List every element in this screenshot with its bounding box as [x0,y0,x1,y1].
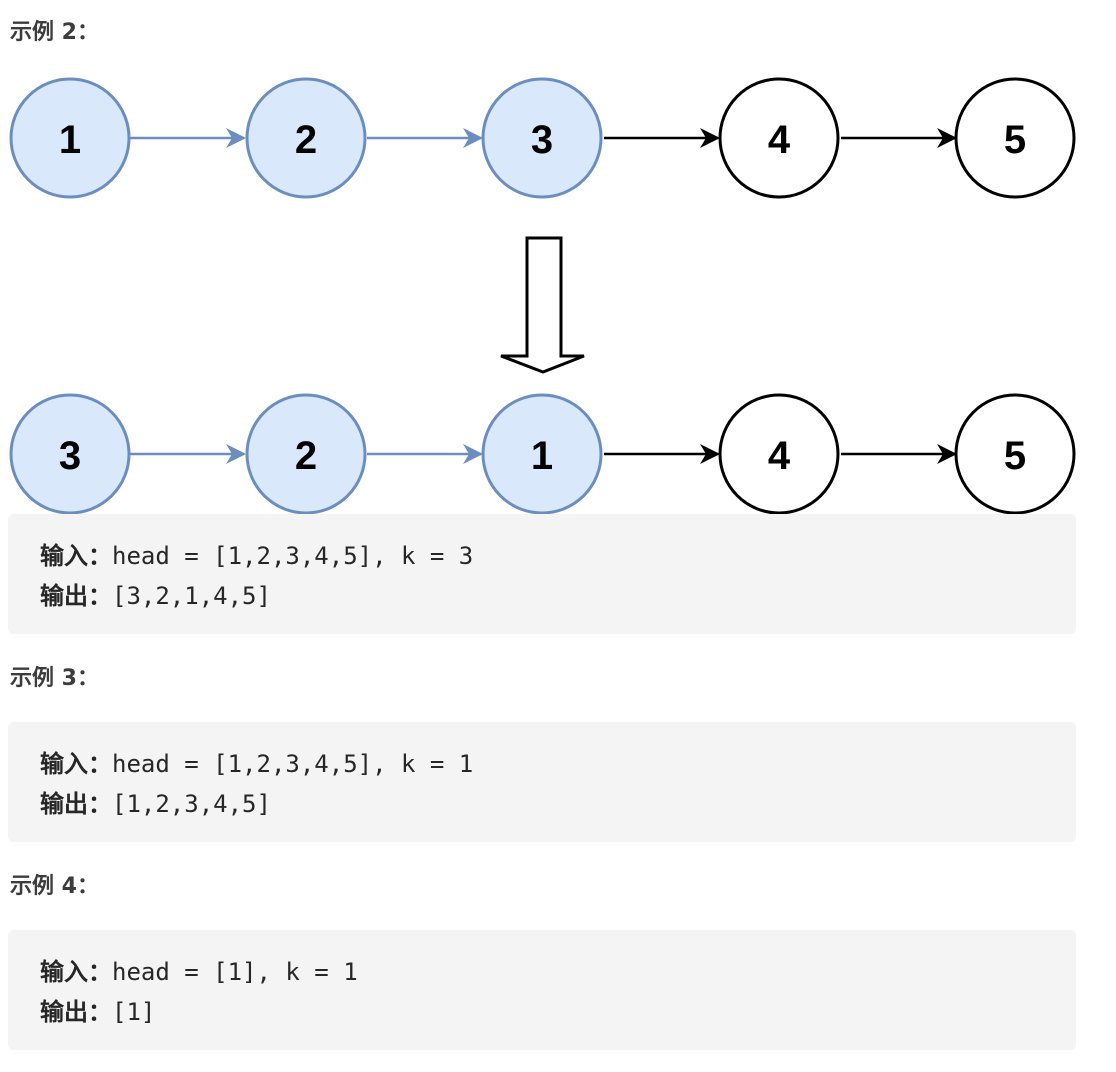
svg-text:2: 2 [295,434,317,478]
before-node-3: 3 [481,77,603,199]
before-node-5: 5 [954,77,1076,199]
example-4-code-block: 输入：head = [1], k = 1 输出：[1] [8,930,1076,1050]
linked-list-diagram: 1 2 3 4 5 3 2 1 4 5 [9,77,1076,515]
svg-text:2: 2 [295,118,317,162]
svg-text:4: 4 [768,434,791,478]
after-node-2: 2 [245,393,367,515]
example-3-code-block: 输入：head = [1,2,3,4,5], k = 1 输出：[1,2,3,4… [8,722,1076,842]
after-node-4: 4 [718,393,840,515]
before-node-1: 1 [9,77,131,199]
transform-down-arrow-icon [500,236,585,374]
svg-text:5: 5 [1004,434,1026,478]
example-3-output-line: 输出：[1,2,3,4,5] [40,784,1076,824]
svg-text:4: 4 [768,118,791,162]
after-node-1: 3 [9,393,131,515]
input-value: head = [1,2,3,4,5], k = 3 [112,542,474,570]
after-node-3: 1 [481,393,603,515]
example-4-output-line: 输出：[1] [40,992,1076,1032]
svg-text:3: 3 [531,118,553,162]
svg-text:1: 1 [59,118,81,162]
output-value: [1,2,3,4,5] [112,790,271,818]
example-2-output-line: 输出：[3,2,1,4,5] [40,576,1076,616]
example-3-heading: 示例 3： [10,666,99,691]
example-2-code-block: 输入：head = [1,2,3,4,5], k = 3 输出：[3,2,1,4… [8,514,1076,634]
before-node-2: 2 [245,77,367,199]
svg-text:1: 1 [531,434,553,478]
before-node-4: 4 [718,77,840,199]
svg-text:5: 5 [1004,118,1026,162]
after-node-5: 5 [954,393,1076,515]
example-2-input-line: 输入：head = [1,2,3,4,5], k = 3 [40,536,1076,576]
svg-text:3: 3 [59,434,81,478]
example-4-heading: 示例 4： [10,874,99,899]
input-label: 输入： [40,542,112,570]
example-4-input-line: 输入：head = [1], k = 1 [40,952,1076,992]
input-value: head = [1,2,3,4,5], k = 1 [112,750,474,778]
output-label: 输出： [40,582,112,610]
output-label: 输出： [40,790,112,818]
input-label: 输入： [40,958,112,986]
output-value: [1] [112,998,156,1026]
output-value: [3,2,1,4,5] [112,582,271,610]
example-3-input-line: 输入：head = [1,2,3,4,5], k = 1 [40,744,1076,784]
input-label: 输入： [40,750,112,778]
input-value: head = [1], k = 1 [112,958,358,986]
example-2-heading: 示例 2： [10,20,99,45]
output-label: 输出： [40,998,112,1026]
